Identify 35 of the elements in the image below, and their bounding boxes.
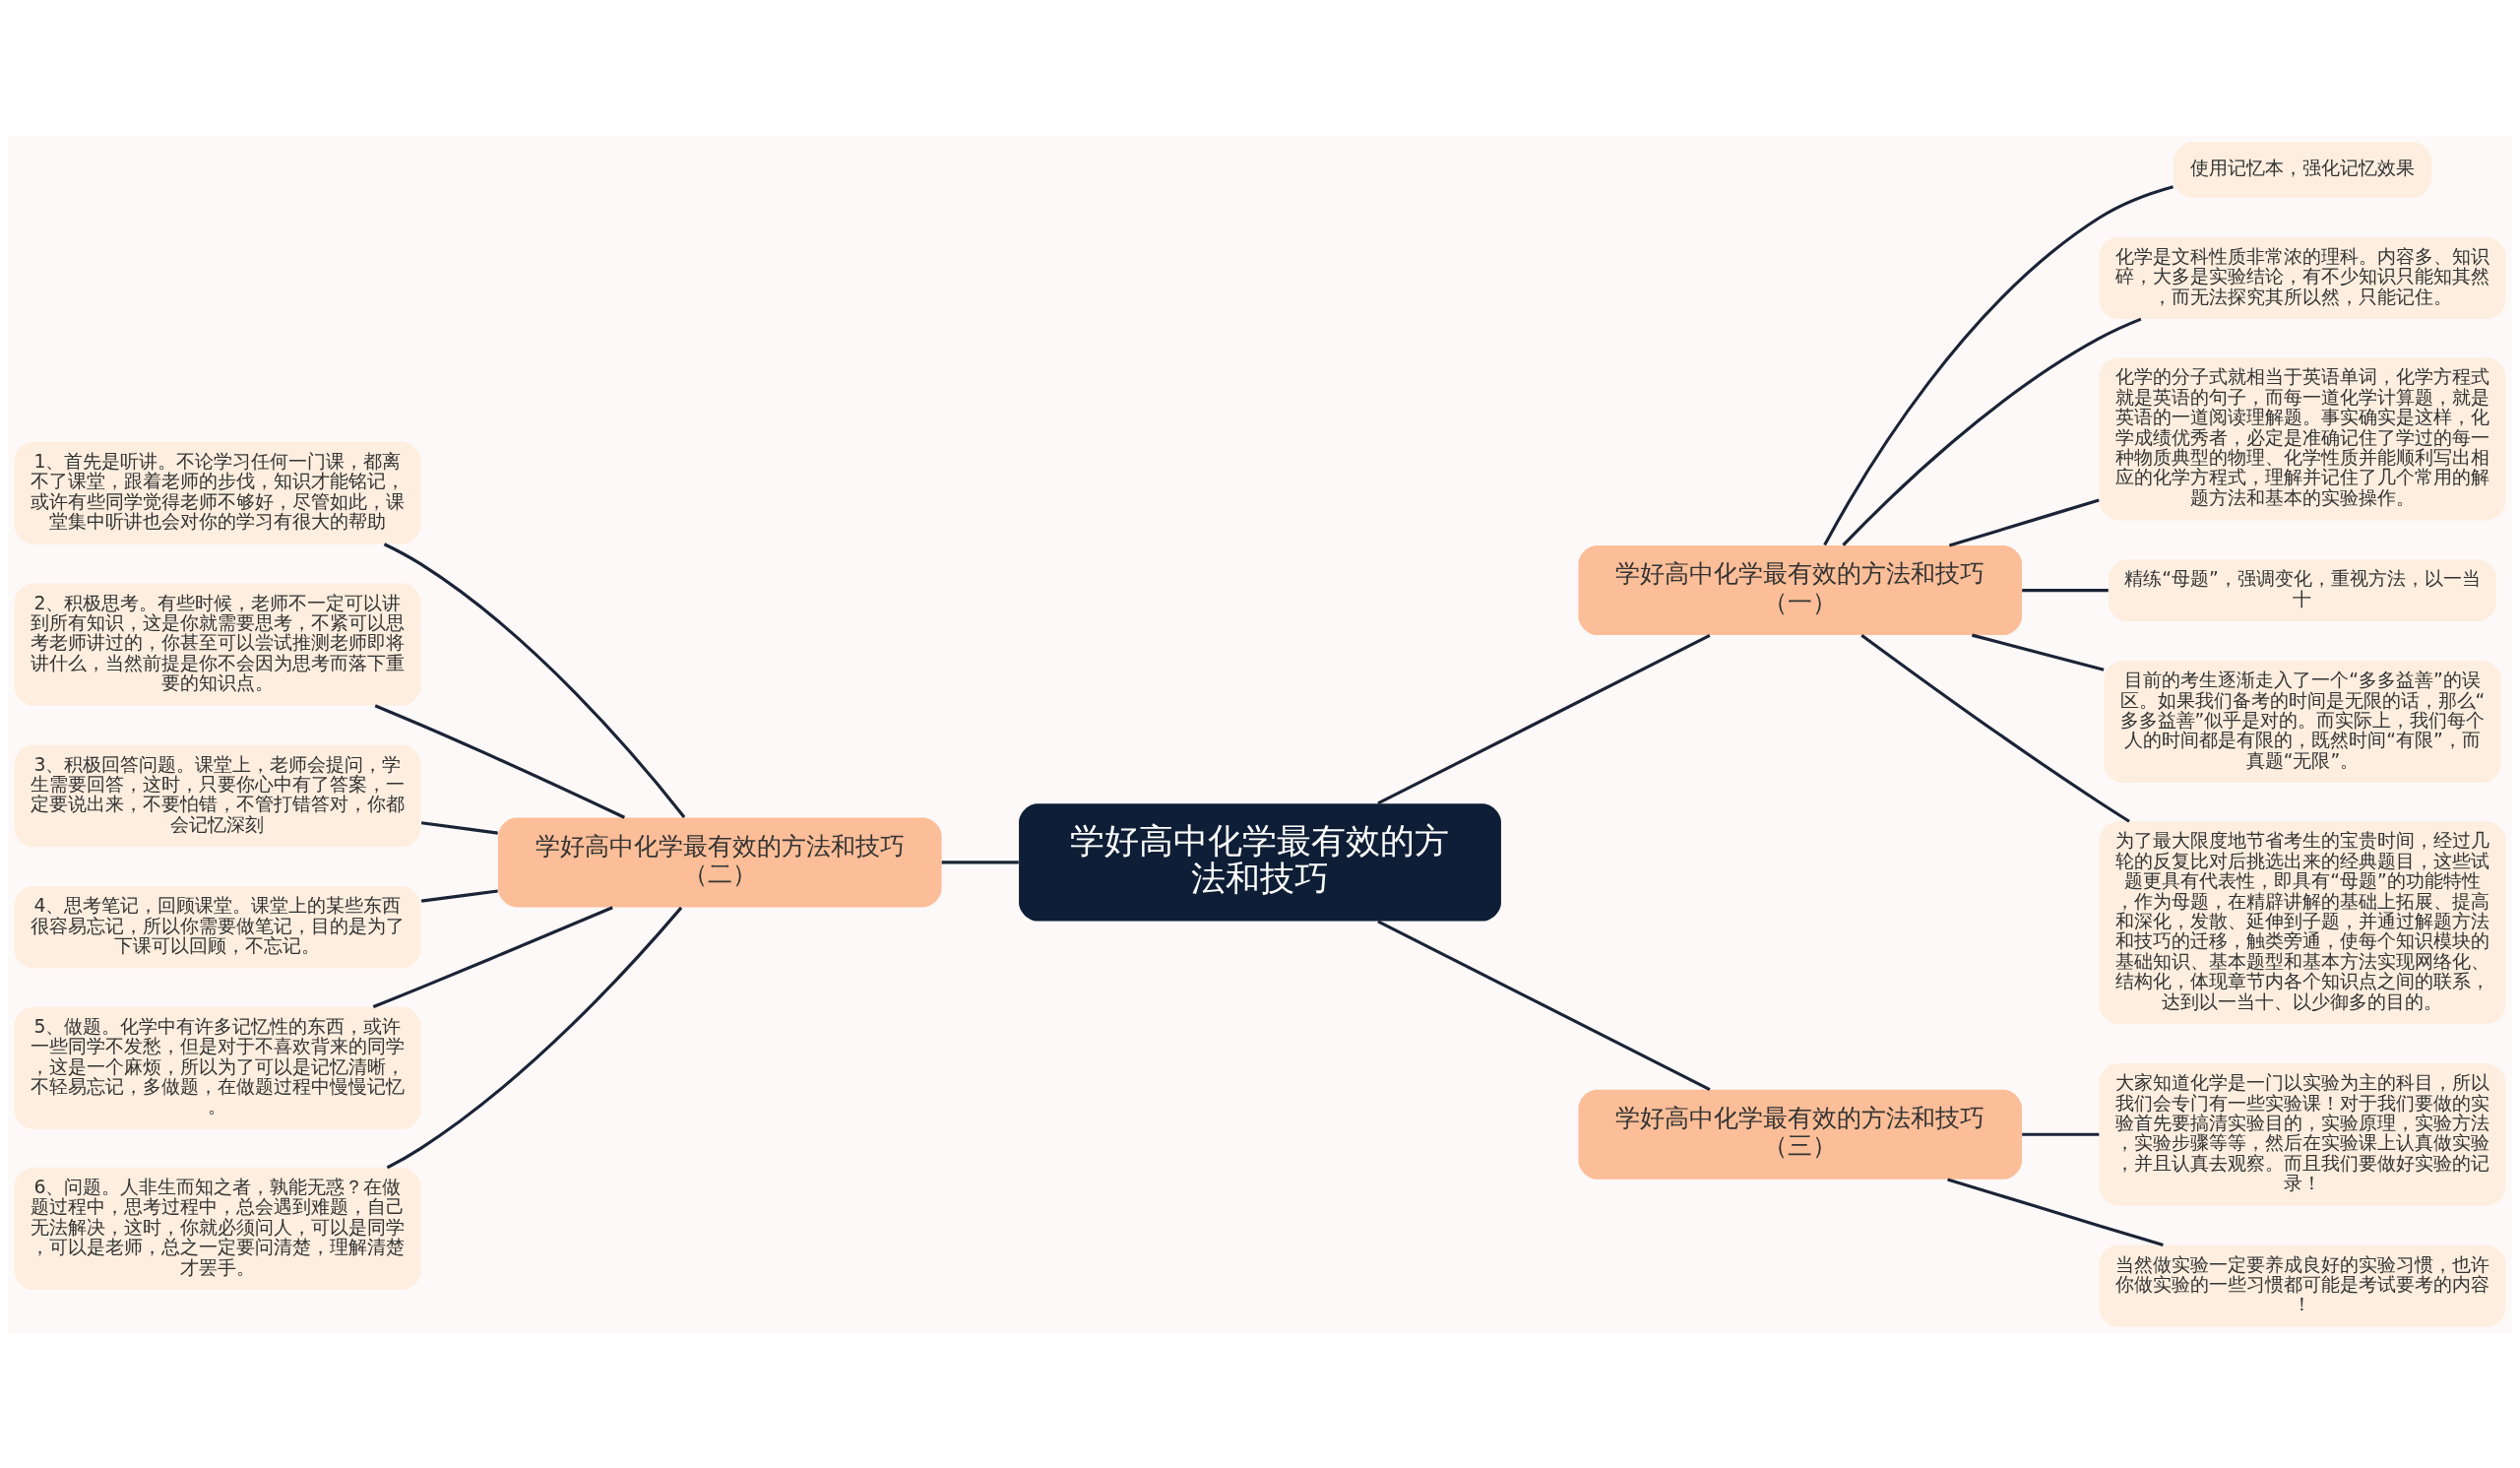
node-box: 学好高中化学最有效的方法和技巧（三） [1578, 1089, 2023, 1180]
node-box: 使用记忆本，强化记忆效果 [2173, 141, 2432, 198]
connector [2022, 1132, 2100, 1136]
node-box: 学好高中化学最有效的方法和技巧（一） [1578, 544, 2023, 635]
connector [372, 905, 613, 1008]
node-box: 学好高中化学最有效的方法和技巧（二） [497, 816, 942, 907]
node-box: 大家知道化学是一门以实验为主的科目，所以我们会专门有一些实验课！对于我们要做的实验首先要搞清实验目的，实验原理，实验方法，实验步骤等等，然后在实验课上认真做实验，并且认真去观察。而且我们要做好实验的记录！ [2099, 1062, 2506, 1205]
node-box: 化学的分子式就相当于英语单词，化学方程式就是英语的句子，而每一道化学计算题，就是英语的一道阅读理解题。事实确实是这样，化学成绩优秀者，必定是准确记住了学过的每一种物质典型的物理、化学性质并能顺利写出相应的化学方程式，理解并记住了几个常用的解题方法和基本的实验操作。 [2099, 356, 2506, 520]
connector [420, 820, 498, 835]
node-box: 为了最大限度地节省考生的宝贵时间，经过几轮的反复比对后挑选出来的经典题目，这些试题更具有代表性，即具有“母题”的功能特性，作为母题，在精辟讲解的基础上拓展、提高和深化，发散、延伸到子题，并通过解题方法和技巧的迁移，触类旁通，使每个知识模块的基础知识、基本题型和基本方法实现网络化、结构化，体现章节内各个知识点之间的联系，达到以一当十、以少御多的目的。 [2099, 820, 2506, 1024]
connector [1860, 633, 2130, 823]
node-box: 精练“母题”，强调变化，重视方法，以一当十 [2108, 558, 2497, 621]
connector [1972, 633, 2105, 671]
connector [374, 703, 625, 819]
node-box: 1、首先是听讲。不论学习任何一门课，都离不了课堂，跟着老师的步伐，知识才能铭记，或许有些同学觉得老师不够好，尽管如此，课堂集中听讲也会对你的学习有很大的帮助 [14, 441, 421, 543]
connector [1947, 1177, 2164, 1246]
connector [383, 542, 686, 818]
connector [941, 860, 1019, 863]
connector [420, 889, 498, 903]
connector [1948, 497, 2100, 547]
node-box: 4、思考笔记，回顾课堂。课堂上的某些东西很容易忘记，所以你需要做笔记，目的是为了下课可以回顾，不忘记。 [14, 885, 421, 968]
node-box: 3、积极回答问题。课堂上，老师会提问，学生需要回答，这时，只要你心中有了答案，一定要说出来，不要怕错，不管打错答对，你都会记忆深刻 [14, 744, 421, 847]
connector [1842, 317, 2142, 546]
node-box: 2、积极思考。有些时候，老师不一定可以讲到所有知识，这是你就需要思考，不紧可以思考老师讲过的，你甚至可以尝试推测老师即将讲什么，当然前提是你不会因为思考而落下重要的知识点。 [14, 583, 421, 706]
connector [1377, 633, 1711, 804]
connector [386, 906, 683, 1169]
node-box: 6、问题。人非生而知之者，孰能无惑？在做题过程中，思考过程中，总会遇到难题，自己无法解决，这时，你就必须问人，可以是同学，可以是老师，总之一定要问清楚，理解清楚才罢手。 [14, 1167, 421, 1290]
node-box: 学好高中化学最有效的方法和技巧 [1019, 802, 1501, 922]
connector [1823, 184, 2174, 545]
node-box: 5、做题。化学中有许多记忆性的东西，或许一些同学不发愁，但是对于不喜欢背来的同学，这是一个麻烦，所以为了可以是记忆清晰，不轻易忘记，多做题，在做题过程中慢慢记忆。 [14, 1006, 421, 1129]
node-box: 目前的考生逐渐走入了一个“多多益善”的误区。如果我们备考的时间是无限的话，那么“多多益善”似乎是对的。而实际上，我们每个人的时间都是有限的，既然时间“有限”，而真题“无限”。 [2104, 660, 2501, 783]
connector [1377, 919, 1711, 1091]
connector [2022, 588, 2109, 592]
node-box: 化学是文科性质非常浓的理科。内容多、知识碎，大多是实验结论，有不少知识只能知其然，而无法探究其所以然，只能记住。 [2099, 236, 2506, 319]
node-box: 当然做实验一定要养成良好的实验习惯，也许你做实验的一些习惯都可能是考试要考的内容！ [2099, 1245, 2506, 1327]
